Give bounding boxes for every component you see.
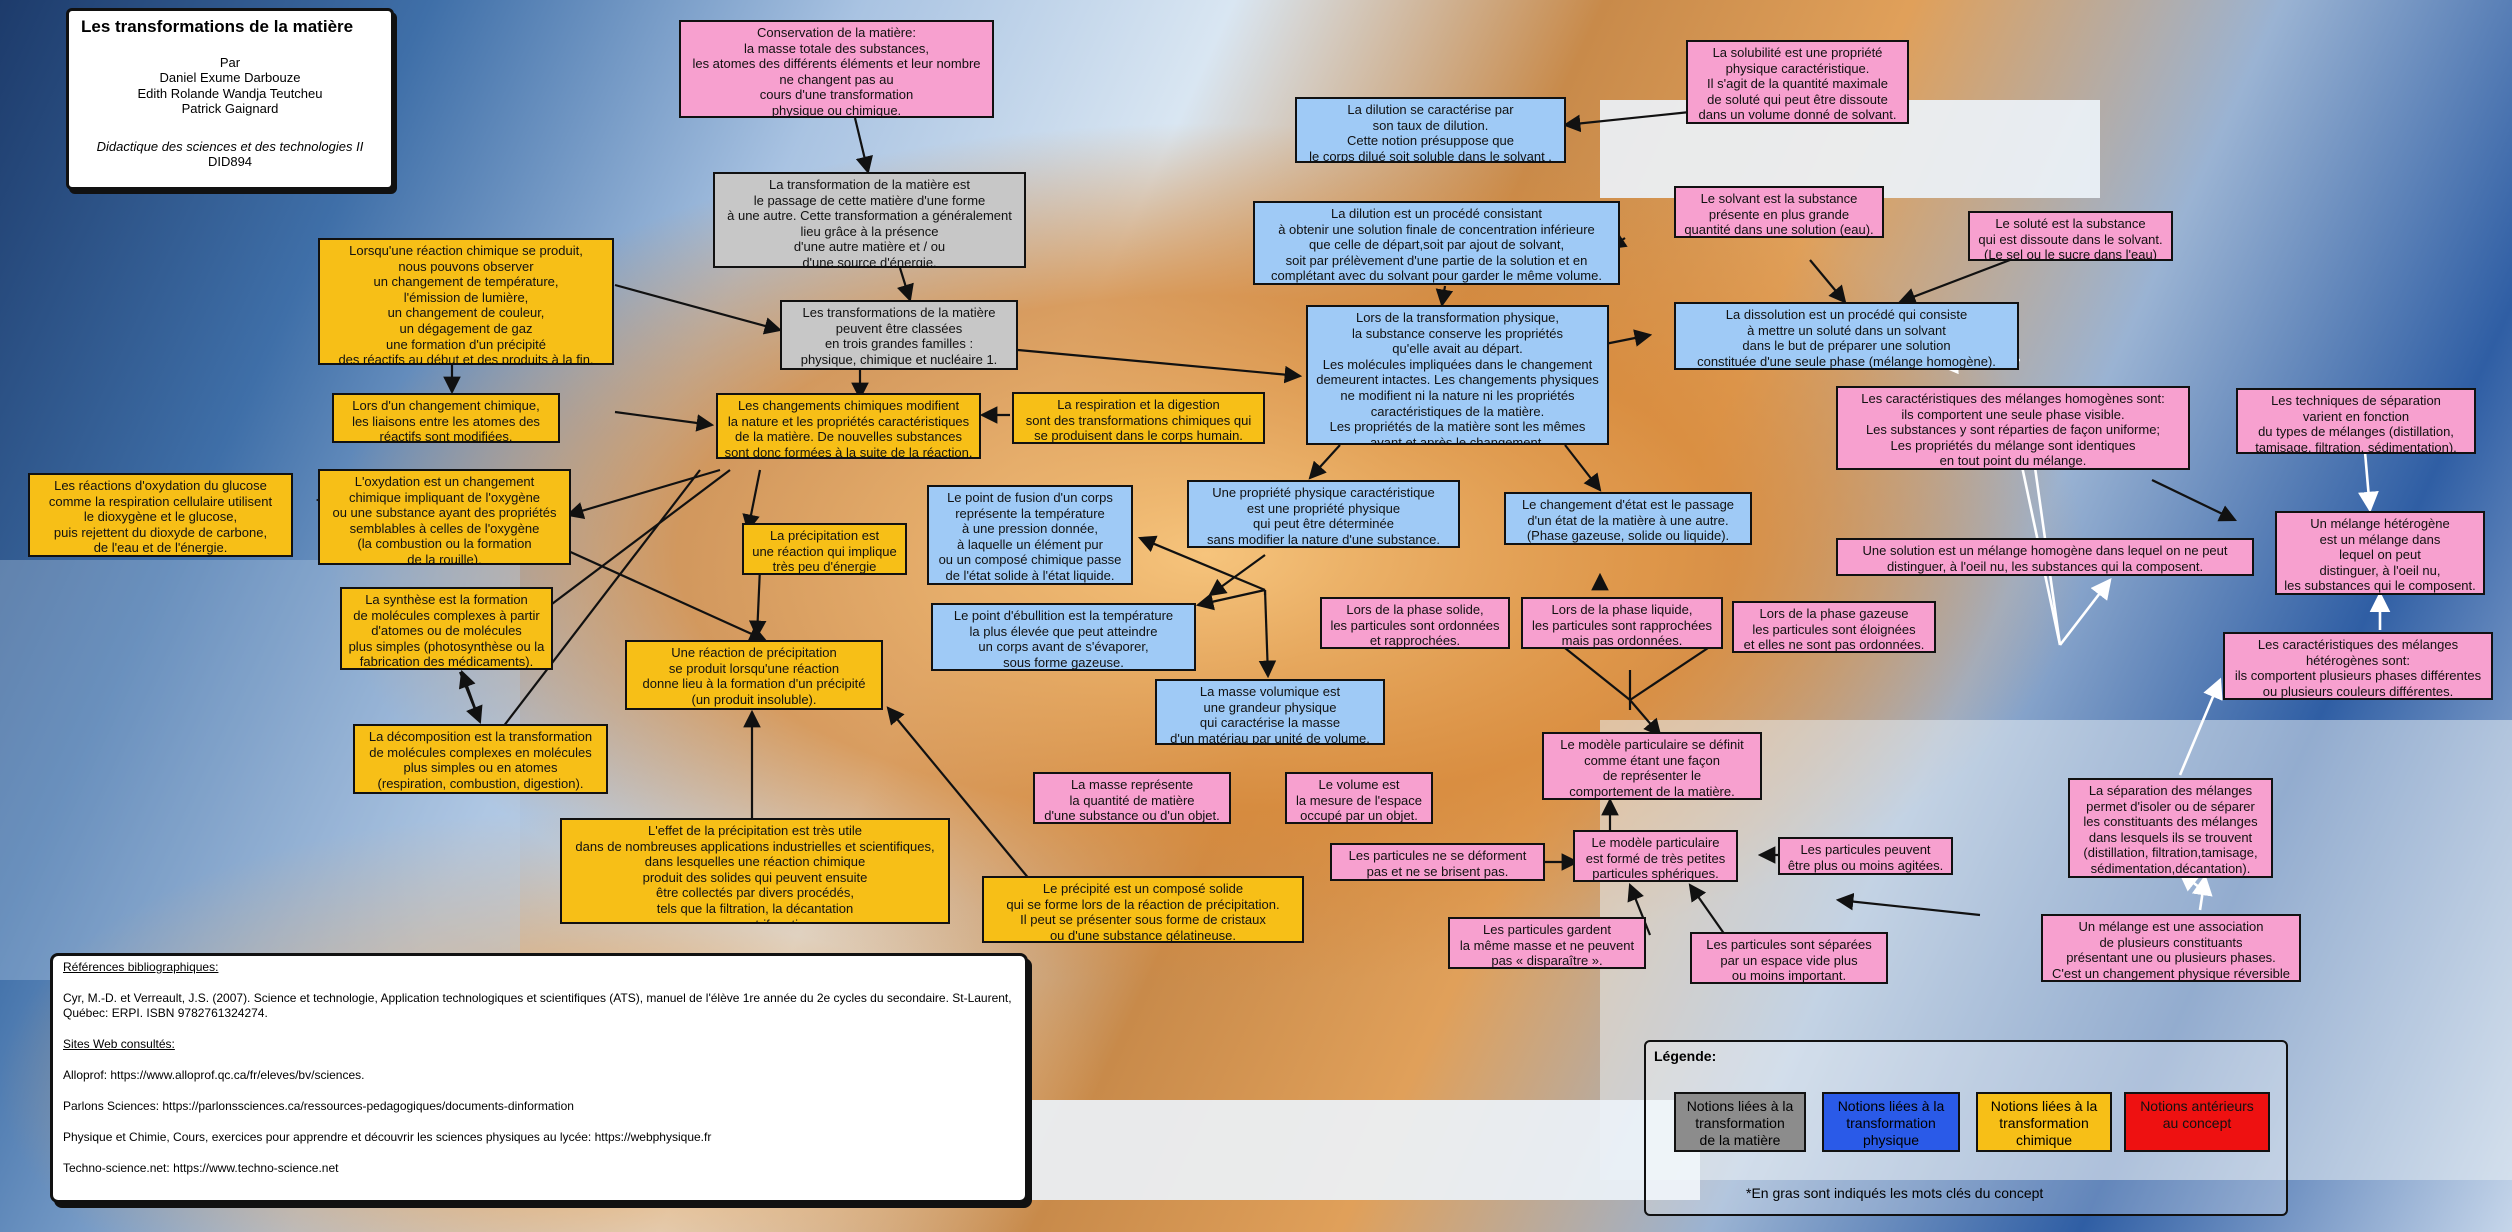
node-techniques-separation: Les techniques de séparation varient en … xyxy=(2236,388,2476,454)
node-precipite: Le précipité est un composé solide qui s… xyxy=(982,876,1304,943)
node-separation-melanges: La séparation des mélanges permet d'isol… xyxy=(2068,778,2273,878)
course-name: Didactique des sciences et des technolog… xyxy=(75,139,385,155)
node-melange: Un mélange est une association de plusie… xyxy=(2041,914,2301,982)
node-particules-masse: Les particules gardent la même masse et … xyxy=(1448,917,1646,969)
node-transformation-definition: La transformation de la matière est le p… xyxy=(713,172,1026,268)
legend-item-transformation: Notions liées à la transformation de la … xyxy=(1674,1092,1806,1152)
reference-book: Cyr, M.-D. et Verreault, J.S. (2007). Sc… xyxy=(63,991,1015,1021)
title-card: Les transformations de la matière Par Da… xyxy=(66,8,394,190)
node-masse-volumique: La masse volumique est une grandeur phys… xyxy=(1155,679,1385,745)
node-propriete-physique: Une propriété physique caractéristique e… xyxy=(1187,480,1460,548)
node-particules-agitees: Les particules peuvent être plus ou moin… xyxy=(1778,837,1953,875)
node-changement-etat: Le changement d'état est le passage d'un… xyxy=(1504,492,1752,545)
author-2: Edith Rolande Wandja Teutcheu xyxy=(75,86,385,102)
node-precipitation: La précipitation est une réaction qui im… xyxy=(742,523,907,575)
node-synthese: La synthèse est la formation de molécule… xyxy=(340,587,553,670)
node-solute: Le soluté est la substance qui est disso… xyxy=(1968,211,2173,261)
node-modele-particulaire-def: Le modèle particulaire se définit comme … xyxy=(1542,732,1762,800)
node-phase-liquide: Lors de la phase liquide, les particules… xyxy=(1521,597,1723,649)
legend-item-anterieurs: Notions antérieurs au concept xyxy=(2124,1092,2270,1152)
page-title: Les transformations de la matière xyxy=(75,19,385,35)
title-by: Par xyxy=(75,55,385,71)
node-oxydation: L'oxydation est un changement chimique i… xyxy=(318,469,571,565)
website-4: Techno-science.net: https://www.techno-s… xyxy=(63,1161,1015,1176)
author-3: Patrick Gaignard xyxy=(75,101,385,117)
node-particules-separees: Les particules sont séparées par un espa… xyxy=(1690,932,1888,984)
node-changements-chimiques: Les changements chimiques modifient la n… xyxy=(716,393,981,459)
node-volume: Le volume est la mesure de l'espace occu… xyxy=(1285,772,1433,824)
node-conservation: Conservation de la matière: la masse tot… xyxy=(679,20,994,118)
legend-title: Légende: xyxy=(1654,1048,1716,1064)
node-changement-chimique: Lors d'un changement chimique, les liais… xyxy=(332,393,560,443)
node-solvant: Le solvant est la substance présente en … xyxy=(1674,186,1884,238)
legend-panel: Légende: Notions liées à la transformati… xyxy=(1644,1040,2288,1216)
legend-note: *En gras sont indiqués les mots clés du … xyxy=(1746,1185,2043,1201)
node-particules-deformation: Les particules ne se déforment pas et ne… xyxy=(1330,843,1545,881)
node-transformation-physique: Lors de la transformation physique, la s… xyxy=(1306,305,1609,445)
blank-panel-bottom xyxy=(1028,1100,1700,1200)
node-solubilite: La solubilité est une propriété physique… xyxy=(1686,40,1909,124)
node-masse: La masse représente la quantité de matiè… xyxy=(1033,772,1231,824)
website-3: Physique et Chimie, Cours, exercices pou… xyxy=(63,1130,1015,1145)
author-1: Daniel Exume Darbouze xyxy=(75,70,385,86)
node-dilution-taux: La dilution se caractérise par son taux … xyxy=(1295,97,1566,163)
node-dissolution: La dissolution est un procédé qui consis… xyxy=(1674,302,2019,370)
node-dilution-definition: La dilution est un procédé consistant à … xyxy=(1253,201,1620,285)
node-melanges-homogenes: Les caractéristiques des mélanges homogè… xyxy=(1836,386,2190,470)
node-respiration-digestion: La respiration et la digestion sont des … xyxy=(1012,392,1265,444)
website-1: Alloprof: https://www.alloprof.qc.ca/fr/… xyxy=(63,1068,1015,1083)
course-code: DID894 xyxy=(75,154,385,170)
node-glucose: Les réactions d'oxydation du glucose com… xyxy=(28,473,293,557)
references-panel: Références bibliographiques: Cyr, M.-D. … xyxy=(50,953,1028,1203)
node-transformation-classes: Les transformations de la matière peuven… xyxy=(780,300,1018,370)
node-modele-particulaire: Le modèle particulaire est formé de très… xyxy=(1573,830,1738,882)
node-melanges-heterogenes-car: Les caractéristiques des mélanges hétéro… xyxy=(2223,632,2493,700)
legend-item-physique: Notions liées à la transformation physiq… xyxy=(1822,1092,1960,1152)
node-reaction-precipitation: Une réaction de précipitation se produit… xyxy=(625,640,883,710)
node-solution: Une solution est un mélange homogène dan… xyxy=(1836,538,2254,576)
node-decomposition: La décomposition est la transformation d… xyxy=(353,724,608,794)
node-phase-solide: Lors de la phase solide, les particules … xyxy=(1320,597,1510,649)
websites-heading: Sites Web consultés: xyxy=(63,1037,175,1051)
node-reaction-observations: Lorsqu'une réaction chimique se produit,… xyxy=(318,238,614,365)
node-melange-heterogene: Un mélange hétérogène est un mélange dan… xyxy=(2275,511,2485,595)
node-point-fusion: Le point de fusion d'un corps représente… xyxy=(927,485,1133,585)
website-2: Parlons Sciences: https://parlonsscience… xyxy=(63,1099,1015,1114)
node-effet-precipitation: L'effet de la précipitation est très uti… xyxy=(560,818,950,924)
node-point-ebullition: Le point d'ébullition est la température… xyxy=(931,603,1196,671)
node-phase-gazeuse: Lors de la phase gazeuse les particules … xyxy=(1732,601,1936,653)
legend-item-chimique: Notions liées à la transformation chimiq… xyxy=(1976,1092,2112,1152)
references-heading: Références bibliographiques: xyxy=(63,960,218,974)
